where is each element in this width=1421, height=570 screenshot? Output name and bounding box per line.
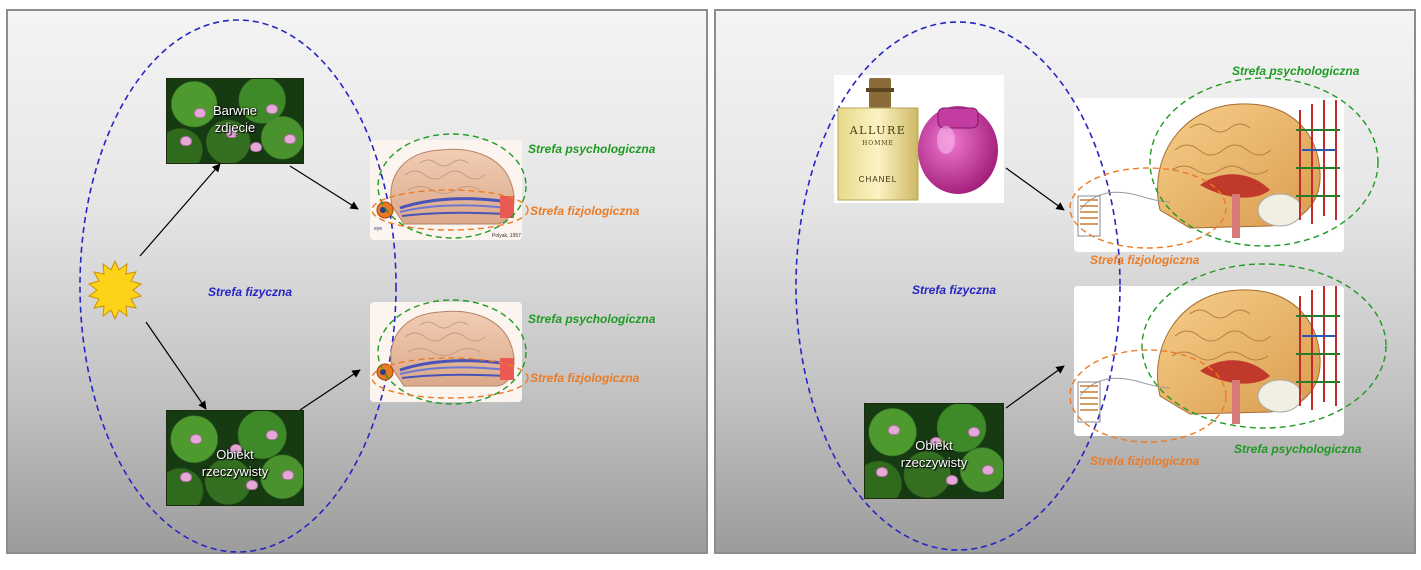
psych-zone-label-bottom-left: Strefa psychologiczna <box>528 312 656 326</box>
color-photo-caption-line1: Barwne <box>212 103 258 118</box>
color-photo-caption-line2: zdjęcie <box>214 120 256 135</box>
brain-image-bottom-right <box>1074 286 1344 436</box>
right-real-object-caption-line1: Obiekt <box>915 438 953 453</box>
fiz-zone-label-bottom-left: Strefa fizjologiczna <box>530 371 640 385</box>
physical-zone-label-left: Strefa fizyczna <box>208 285 293 299</box>
psych-zone-label-top-left: Strefa psychologiczna <box>528 142 656 156</box>
brain-image-top-left <box>370 140 522 240</box>
physical-zone-label-right: Strefa fizyczna <box>912 283 997 297</box>
real-object-photo: Obiekt rzeczywisty <box>166 410 304 506</box>
right-real-object-caption-line2: rzeczywisty <box>900 455 968 470</box>
real-object-caption-line1: Obiekt <box>216 447 254 462</box>
brain-image-bottom-left <box>370 302 522 402</box>
fiz-zone-label-top-left: Strefa fizjologiczna <box>530 204 640 218</box>
fiz-zone-label-bottom-right: Strefa fizjologiczna <box>1090 454 1200 468</box>
real-object-caption-line2: rzeczywisty <box>201 464 269 479</box>
right-real-object-photo: Obiekt rzeczywisty <box>864 403 1004 499</box>
color-photo: Barwne zdjęcie <box>166 78 304 164</box>
brain-image-top-right <box>1074 98 1344 252</box>
left-panel <box>6 9 708 554</box>
right-panel <box>714 9 1416 554</box>
psych-zone-label-top-right: Strefa psychologiczna <box>1232 64 1360 78</box>
fiz-zone-label-top-right: Strefa fizjologiczna <box>1090 253 1200 267</box>
perfume-image <box>834 75 1004 203</box>
psych-zone-label-bottom-right: Strefa psychologiczna <box>1234 442 1362 456</box>
